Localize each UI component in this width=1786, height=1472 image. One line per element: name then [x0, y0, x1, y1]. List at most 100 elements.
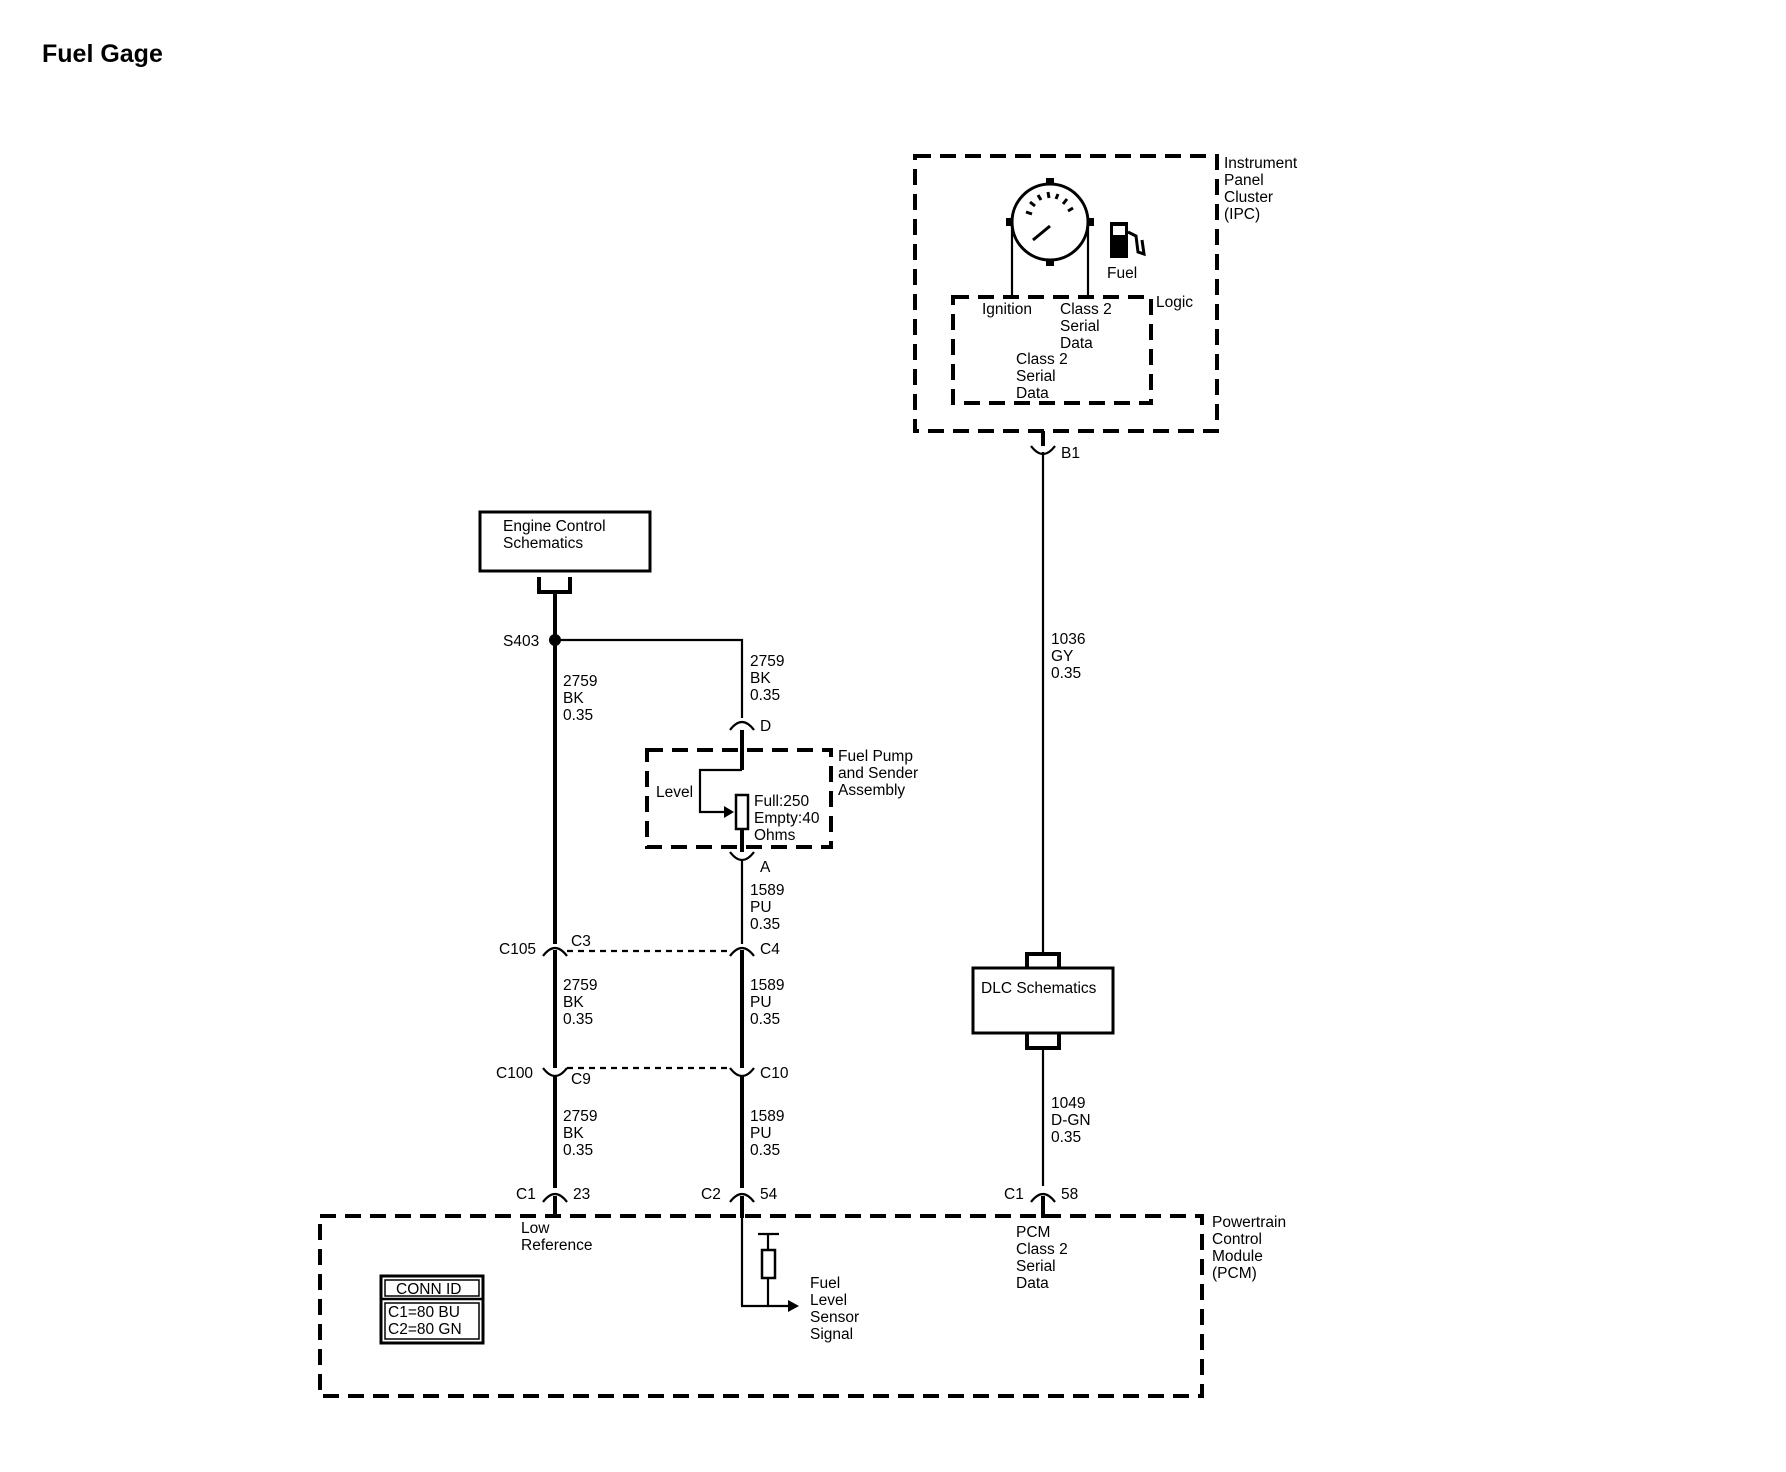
ipc-class2-top-2: Serial — [1060, 318, 1100, 335]
fuel-pump-icon — [1110, 222, 1146, 258]
ipc-class2-top-1: Class 2 — [1060, 301, 1112, 318]
c100-label: C100 — [496, 1065, 533, 1082]
dlc-schematics-label: DLC Schematics — [981, 980, 1097, 997]
wire-1589-c-color: PU — [750, 1125, 772, 1142]
fuel-pump-value-empty: Empty:40 — [754, 810, 820, 827]
fuel-pump-value-full: Full:250 — [754, 793, 810, 810]
wire-2759-d-num: 2759 — [563, 1108, 597, 1125]
ipc-name-3: Cluster — [1224, 189, 1273, 206]
wire-2759-c-gauge: 0.35 — [563, 1011, 593, 1028]
pin-d-label: D — [760, 718, 771, 735]
fuel-pump-value-unit: Ohms — [754, 827, 796, 844]
pcm-c1-23-pin: 23 — [573, 1186, 590, 1203]
ipc-name-2: Panel — [1224, 172, 1264, 189]
ipc-logic-label: Logic — [1156, 294, 1193, 311]
wire-2759-c-num: 2759 — [563, 977, 597, 994]
pcm-class2-4: Data — [1016, 1275, 1049, 1292]
wire-1589-a-num: 1589 — [750, 882, 784, 899]
pin-a-connector — [729, 851, 755, 862]
pcm-fuel-level-2: Level — [810, 1292, 847, 1309]
wire-2759-a-color: BK — [563, 690, 584, 707]
wire-1589-b-gauge: 0.35 — [750, 1011, 780, 1028]
level-sensor-resistor — [734, 793, 750, 831]
wire-1589-a-gauge: 0.35 — [750, 916, 780, 933]
pcm-name-1: Powertrain — [1212, 1214, 1286, 1231]
pcm-low-ref-1: Low — [521, 1220, 550, 1237]
wire-2759-d-gauge: 0.35 — [563, 1142, 593, 1159]
engine-control-schematics-box[interactable] — [478, 510, 652, 573]
wire-2759-branch — [555, 638, 744, 718]
fuel-gauge-icon — [1006, 178, 1094, 266]
pcm-class2-3: Serial — [1016, 1258, 1056, 1275]
wire-1589-c-num: 1589 — [750, 1108, 784, 1125]
pcm-fuel-level-1: Fuel — [810, 1275, 840, 1292]
pcm-name-3: Module — [1212, 1248, 1263, 1265]
pcm-c2-54-pin: 54 — [760, 1186, 778, 1203]
ipc-fuel-label: Fuel — [1107, 265, 1137, 282]
wire-1036-num: 1036 — [1051, 631, 1085, 648]
ipc-ignition-label: Ignition — [982, 301, 1032, 318]
fuel-pump-name-1: Fuel Pump — [838, 748, 913, 765]
wire-2759-d-color: BK — [563, 1125, 584, 1142]
wire-2759-b-num: 2759 — [750, 653, 784, 670]
pcm-low-ref-2: Reference — [521, 1237, 593, 1254]
splice-label: S403 — [503, 633, 539, 650]
wire-1049-color: D-GN — [1051, 1112, 1091, 1129]
c105-left-connector — [542, 946, 568, 957]
pcm-pullup-resistor — [760, 1248, 777, 1280]
wire-1049-num: 1049 — [1051, 1095, 1085, 1112]
wire-2759-a-gauge: 0.35 — [563, 707, 593, 724]
pcm-c2-54-conn: C2 — [701, 1186, 721, 1203]
wire-1049-gauge: 0.35 — [1051, 1129, 1081, 1146]
fuel-pump-name-3: Assembly — [838, 782, 905, 799]
pcm-c1-58-pin: 58 — [1061, 1186, 1078, 1203]
pin-a-label: A — [760, 859, 771, 876]
ipc-boundary — [913, 154, 1219, 433]
pin-d-connector — [729, 720, 755, 731]
fuel-pump-sender-boundary — [645, 748, 833, 849]
c100-right-pin: C10 — [760, 1065, 789, 1082]
ipc-class2-bottom-2: Serial — [1016, 368, 1056, 385]
wire-1036-color: GY — [1051, 648, 1073, 665]
wire-1589-b-num: 1589 — [750, 977, 784, 994]
pcm-name-2: Control — [1212, 1231, 1262, 1248]
logic-boundary — [951, 295, 1153, 405]
engine-control-label-1: Engine Control — [503, 518, 606, 535]
engine-control-label-2: Schematics — [503, 535, 583, 552]
wire-2759-c-color: BK — [563, 994, 584, 1011]
ipc-class2-top-3: Data — [1060, 335, 1093, 352]
page-title: Fuel Gage — [42, 40, 163, 68]
c105-left-pin: C3 — [571, 933, 591, 950]
pcm-c1-58-conn: C1 — [1004, 1186, 1024, 1203]
wire-2759-a-num: 2759 — [563, 673, 597, 690]
c100-left-connector — [542, 1067, 568, 1078]
ipc-class2-bottom-3: Data — [1016, 385, 1049, 402]
pcm-c1-23-conn: C1 — [516, 1186, 536, 1203]
c105-label: C105 — [499, 941, 536, 958]
pcm-fuel-level-3: Sensor — [810, 1309, 859, 1326]
pcm-c1-23-connector — [542, 1192, 568, 1203]
wire-1589-b-color: PU — [750, 994, 772, 1011]
ipc-class2-bottom-1: Class 2 — [1016, 351, 1068, 368]
wire-2759-b-gauge: 0.35 — [750, 687, 780, 704]
conn-id-table: CONN ID C1=80 BU C2=80 GN — [379, 1274, 485, 1345]
wire-2759-b-color: BK — [750, 670, 771, 687]
c105-right-connector — [729, 946, 755, 957]
pcm-c1-58-connector — [1030, 1192, 1056, 1203]
wire-1036-gauge: 0.35 — [1051, 665, 1081, 682]
c100-left-pin: C9 — [571, 1071, 591, 1088]
pcm-class2-2: Class 2 — [1016, 1241, 1068, 1258]
pcm-class2-1: PCM — [1016, 1224, 1050, 1241]
wire-1589-a-color: PU — [750, 899, 772, 916]
conn-id-row-2: C2=80 GN — [388, 1321, 462, 1338]
b1-label: B1 — [1061, 445, 1080, 462]
ipc-name-4: (IPC) — [1224, 206, 1260, 223]
conn-id-header: CONN ID — [396, 1281, 461, 1298]
wire-1589-c-gauge: 0.35 — [750, 1142, 780, 1159]
c100-right-connector — [729, 1067, 755, 1078]
ipc-name-1: Instrument — [1224, 155, 1298, 172]
pcm-name-4: (PCM) — [1212, 1265, 1257, 1282]
dlc-schematics-box[interactable] — [971, 966, 1115, 1035]
c105-right-pin: C4 — [760, 941, 780, 958]
